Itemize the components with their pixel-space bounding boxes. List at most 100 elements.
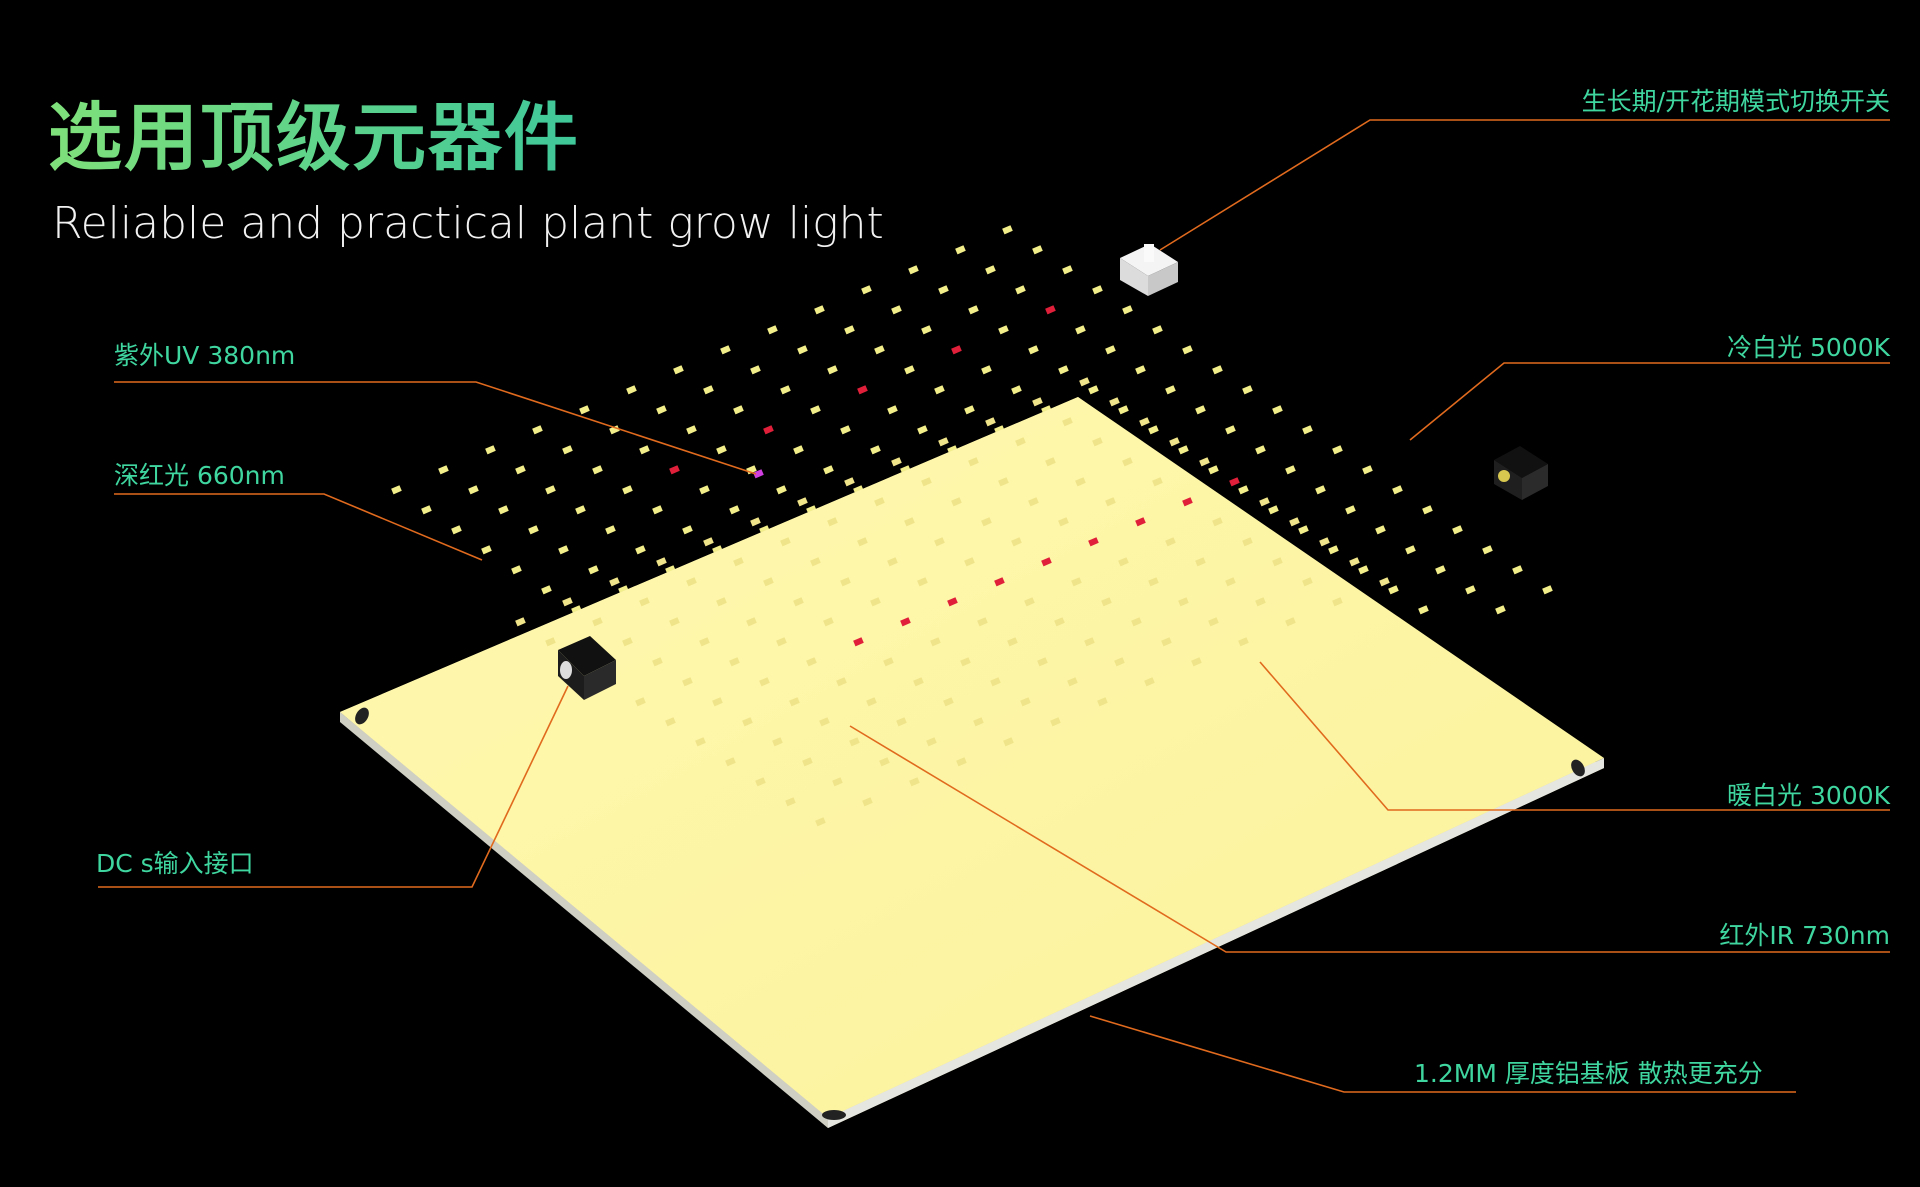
red-led <box>669 465 680 475</box>
white-led <box>904 365 915 375</box>
uv-led <box>753 469 764 479</box>
white-led <box>806 657 817 667</box>
leader-dc <box>98 685 569 888</box>
white-led <box>1259 497 1270 507</box>
white-led <box>883 657 894 667</box>
white-led <box>652 657 663 667</box>
white-led <box>652 505 663 515</box>
white-led <box>776 485 787 495</box>
white-led <box>729 657 740 667</box>
white-led <box>532 425 543 435</box>
white-led <box>1465 585 1476 595</box>
white-led <box>917 425 928 435</box>
white-led <box>562 445 573 455</box>
white-led <box>776 637 787 647</box>
white-led <box>1114 657 1125 667</box>
white-led <box>481 545 492 555</box>
white-led <box>1028 497 1039 507</box>
red-led <box>1041 557 1052 567</box>
white-led <box>635 545 646 555</box>
leader-uv <box>114 381 757 475</box>
white-led <box>716 445 727 455</box>
white-led <box>592 617 603 627</box>
white-led <box>844 325 855 335</box>
white-led <box>1118 405 1129 415</box>
white-led <box>618 585 629 595</box>
white-led <box>887 405 898 415</box>
white-led <box>870 445 881 455</box>
white-led <box>1358 565 1369 575</box>
white-led <box>1302 425 1313 435</box>
white-led <box>861 285 872 295</box>
white-led <box>1315 485 1326 495</box>
white-led <box>1148 577 1159 587</box>
white-led <box>1015 437 1026 447</box>
white-led <box>930 637 941 647</box>
white-led <box>1362 465 1373 475</box>
white-led <box>862 797 873 807</box>
white-led <box>725 757 736 767</box>
white-led <box>498 505 509 515</box>
white-led <box>716 597 727 607</box>
red-led <box>1182 497 1193 507</box>
white-led <box>797 345 808 355</box>
white-led <box>823 617 834 627</box>
white-led <box>827 517 838 527</box>
white-led <box>622 637 633 647</box>
white-led <box>926 737 937 747</box>
white-led <box>1037 657 1048 667</box>
white-led <box>515 617 526 627</box>
white-led <box>938 437 949 447</box>
white-led <box>571 605 582 615</box>
white-led <box>1182 345 1193 355</box>
white-led <box>780 385 791 395</box>
white-led <box>1345 505 1356 515</box>
white-led <box>438 465 449 475</box>
white-led <box>639 445 650 455</box>
white-led <box>665 565 676 575</box>
white-led <box>1152 477 1163 487</box>
white-led <box>656 405 667 415</box>
white-led <box>1062 265 1073 275</box>
white-led <box>908 265 919 275</box>
white-led <box>1298 525 1309 535</box>
white-led <box>1328 545 1339 555</box>
white-led <box>669 617 680 627</box>
white-led <box>772 737 783 747</box>
white-led <box>1332 597 1343 607</box>
white-led <box>1542 585 1553 595</box>
white-led <box>844 477 855 487</box>
leader-lines <box>98 119 1890 1093</box>
white-led <box>998 477 1009 487</box>
white-led <box>656 557 667 567</box>
white-led <box>879 757 890 767</box>
white-led <box>451 525 462 535</box>
white-led <box>964 405 975 415</box>
white-led <box>815 817 826 827</box>
white-led <box>626 385 637 395</box>
white-led <box>1495 605 1506 615</box>
white-led <box>686 577 697 587</box>
white-led <box>1045 457 1056 467</box>
white-led <box>990 677 1001 687</box>
white-led <box>870 597 881 607</box>
white-led <box>1199 457 1210 467</box>
white-led <box>682 525 693 535</box>
white-led <box>793 445 804 455</box>
white-led <box>1058 517 1069 527</box>
white-led <box>1075 325 1086 335</box>
white-led <box>904 517 915 527</box>
white-led <box>981 365 992 375</box>
white-led <box>639 597 650 607</box>
red-led <box>1229 477 1240 487</box>
white-led <box>1289 517 1300 527</box>
leader-switch <box>1159 119 1890 251</box>
white-led <box>857 537 868 547</box>
white-led <box>1212 517 1223 527</box>
white-led <box>1062 417 1073 427</box>
white-led <box>391 485 402 495</box>
red-led <box>1135 517 1146 527</box>
white-led <box>742 717 753 727</box>
white-led <box>1195 557 1206 567</box>
white-led <box>840 577 851 587</box>
